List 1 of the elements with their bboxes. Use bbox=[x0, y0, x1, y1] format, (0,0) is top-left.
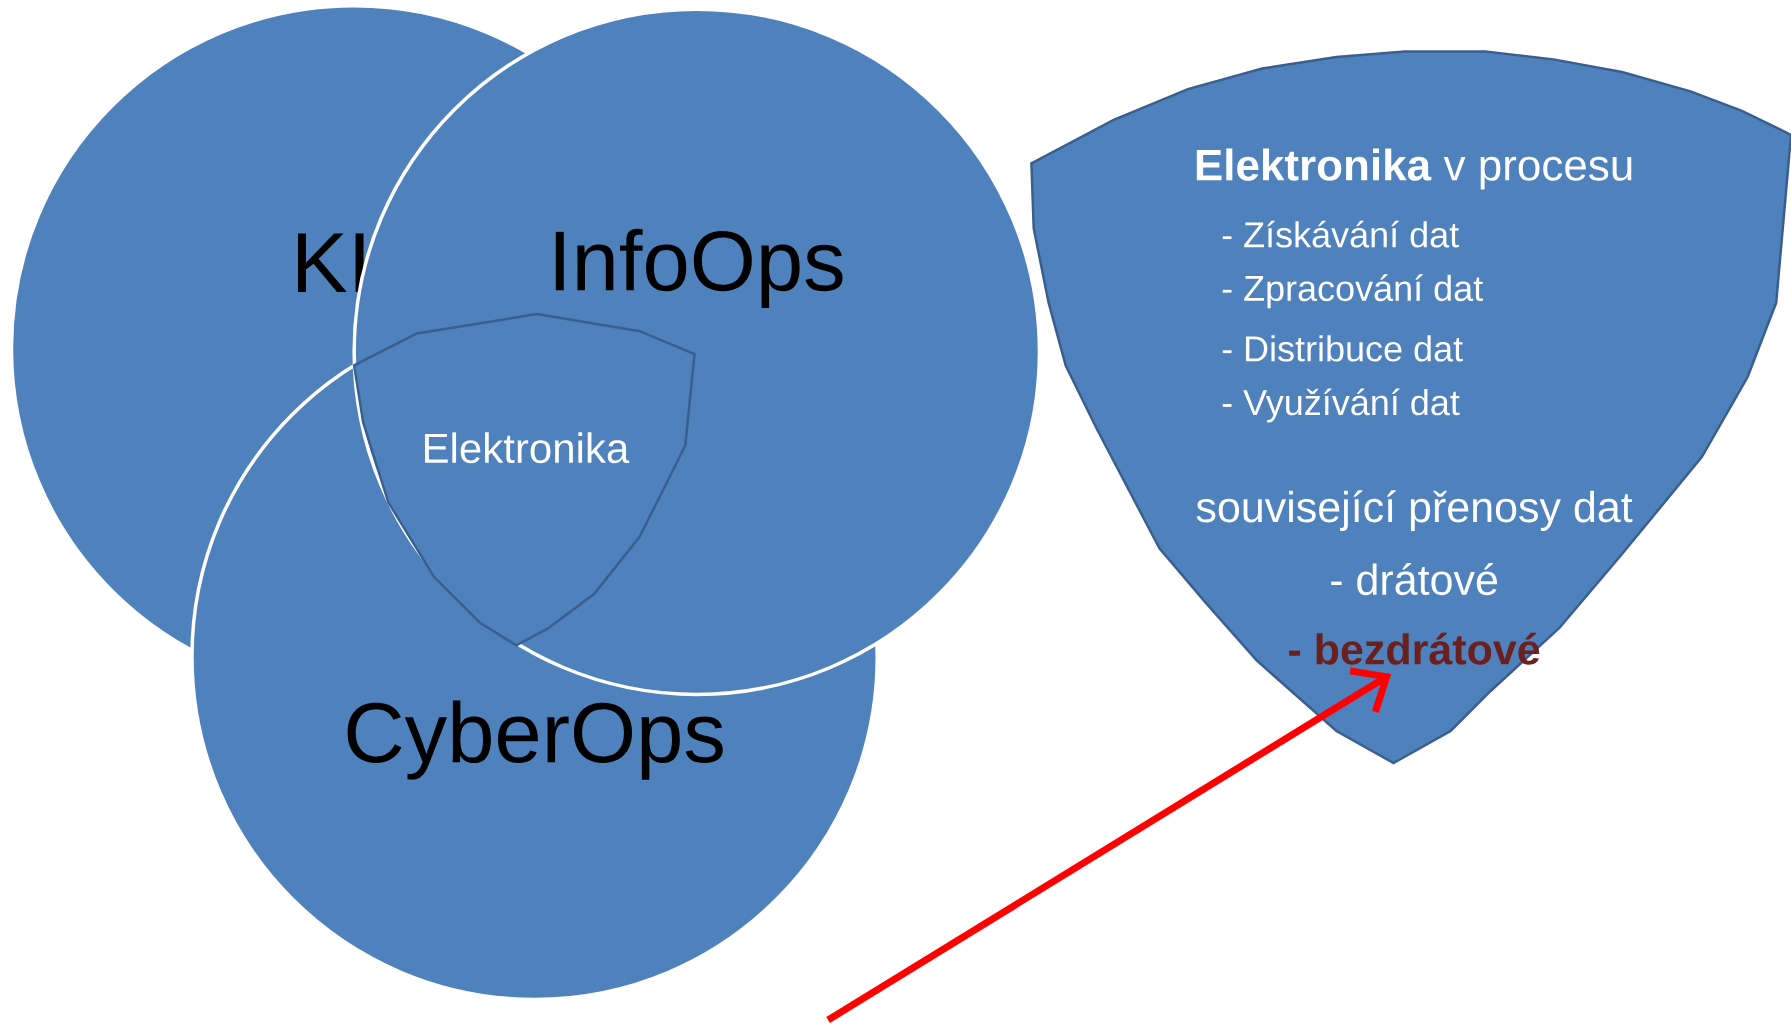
arrow bbox=[826, 667, 1392, 1023]
